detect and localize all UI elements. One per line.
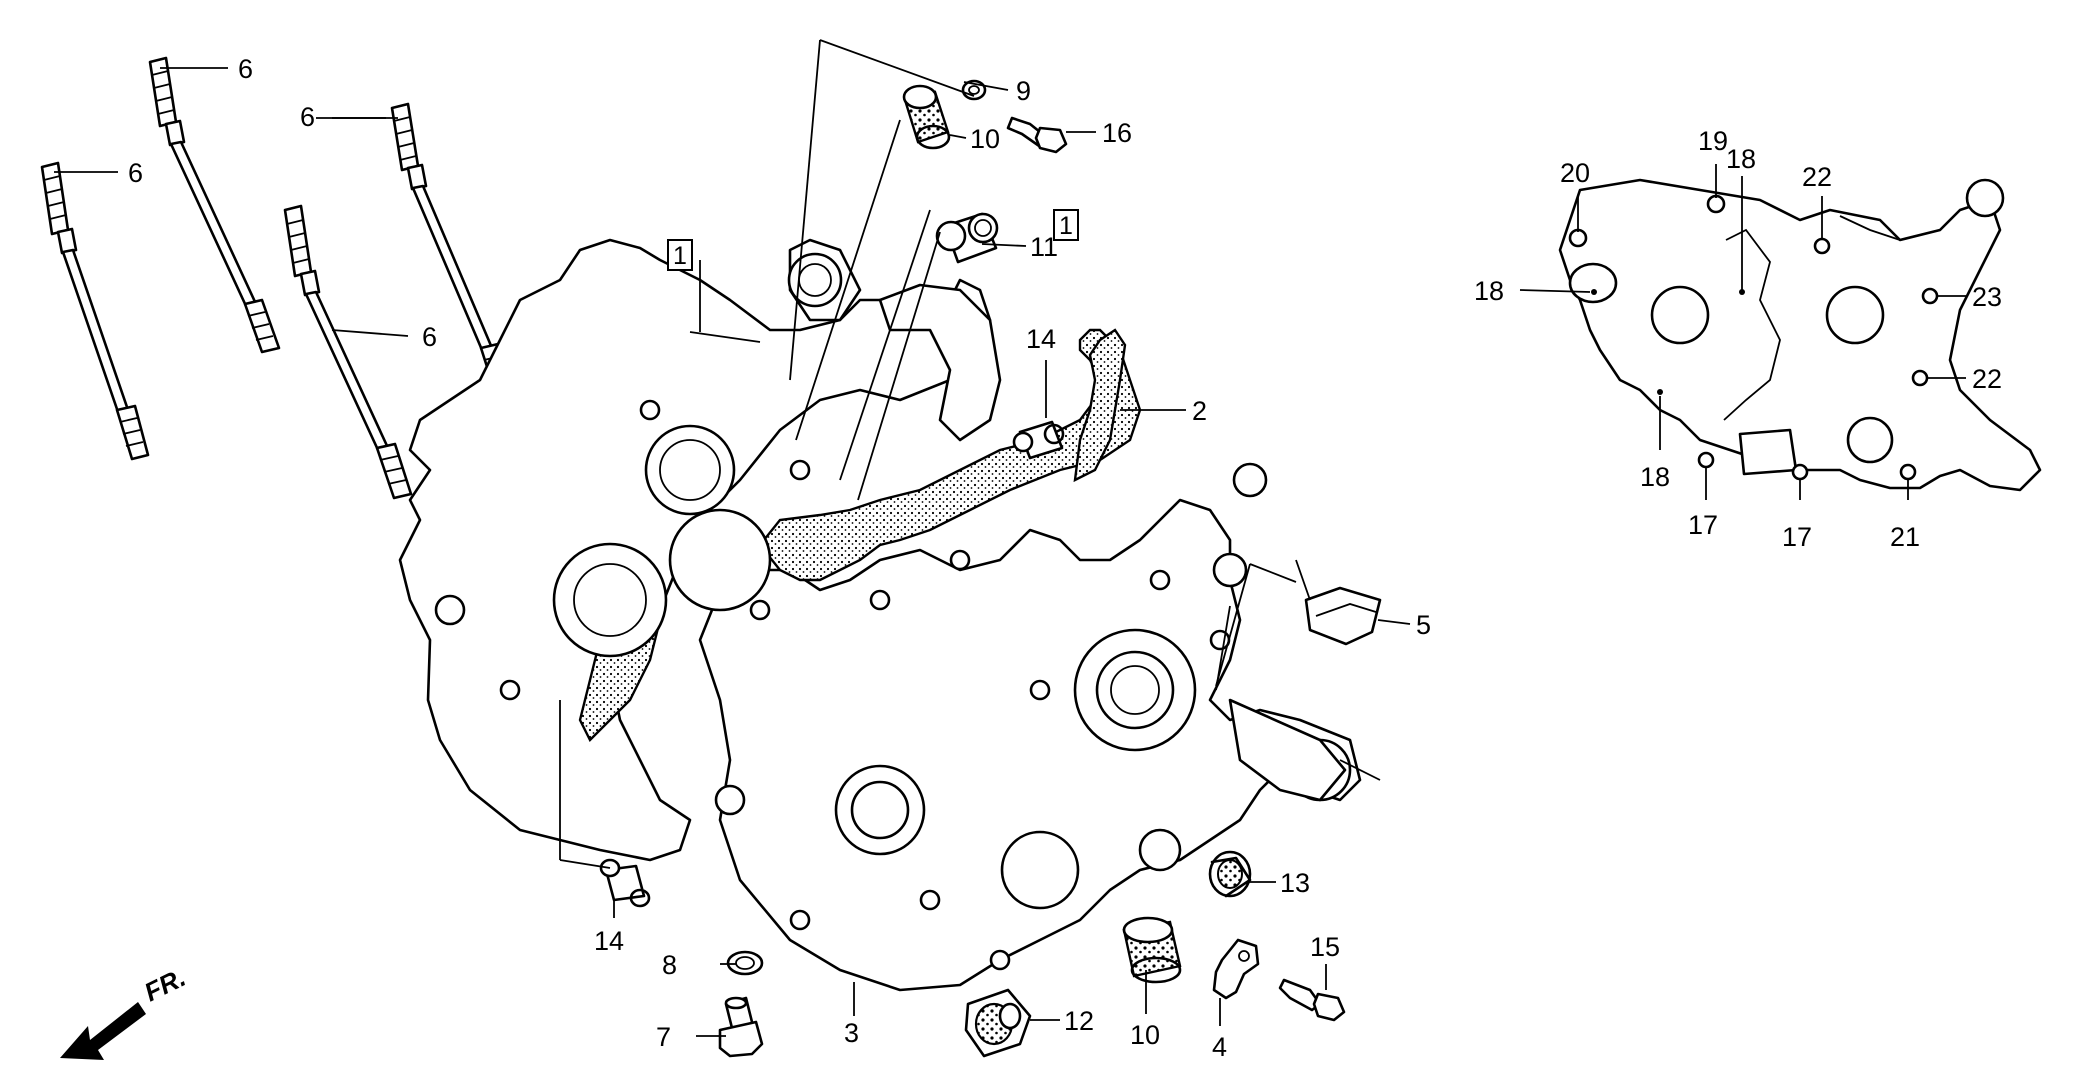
callout-23: 23 <box>1972 282 2002 312</box>
callout-9: 9 <box>1016 76 1031 106</box>
oil-seal-12 <box>964 988 1032 1058</box>
callout-18-bottom: 18 <box>1640 462 1670 492</box>
needle-bearing-11 <box>935 212 999 264</box>
leader-lines <box>54 39 1966 1037</box>
callout-17-right: 17 <box>1782 522 1812 552</box>
callout-7: 7 <box>656 1022 671 1052</box>
bearing-10-top <box>902 84 951 150</box>
oil-seal-13 <box>1208 850 1252 898</box>
left-crankcase-half <box>398 238 992 862</box>
callout-10-top: 10 <box>970 124 1000 154</box>
inset-case-view <box>1558 178 2042 492</box>
callout-6-a: 6 <box>238 54 253 84</box>
callout-10-lower: 10 <box>1130 1020 1160 1050</box>
stud-bolt-second <box>148 56 281 354</box>
callout-8: 8 <box>662 950 677 980</box>
callout-4: 4 <box>1212 1032 1227 1062</box>
callout-16: 16 <box>1102 118 1132 148</box>
callout-18-left: 18 <box>1474 276 1504 306</box>
callout-14-upper: 14 <box>1026 324 1056 354</box>
callout-14-lower: 14 <box>594 926 624 956</box>
drain-bolt-7 <box>718 996 764 1058</box>
callout-22-right: 22 <box>1972 364 2002 394</box>
callout-6-c: 6 <box>300 102 315 132</box>
callout-20: 20 <box>1560 158 1590 188</box>
callout-12: 12 <box>1064 1006 1094 1036</box>
front-direction-arrow-icon: FR. <box>60 962 190 1060</box>
callout-21: 21 <box>1890 522 1920 552</box>
callout-15: 15 <box>1310 932 1340 962</box>
callout-6-b: 6 <box>128 158 143 188</box>
callout-2: 2 <box>1192 396 1207 426</box>
dowel-pin-14-upper <box>1012 420 1065 460</box>
callout-6-d: 6 <box>422 322 437 352</box>
boxed-reference-1-right: 1 <box>1053 209 1079 241</box>
stud-bolt-third <box>283 204 413 500</box>
bolt-16 <box>1006 116 1068 154</box>
stud-bolt-left <box>40 161 150 461</box>
washer-8 <box>726 950 764 976</box>
right-crankcase-half <box>698 498 1362 992</box>
center-gasket <box>758 328 1142 582</box>
boxed-reference-1-left: 1 <box>667 239 693 271</box>
bearing-10-lower <box>1122 916 1182 984</box>
callout-18-top: 18 <box>1726 144 1756 174</box>
callout-22-top: 22 <box>1802 162 1832 192</box>
cap-5 <box>1304 586 1382 646</box>
callout-labels: 6 6 6 6 9 10 16 1 1 14 2 5 13 14 8 7 3 12… <box>128 54 2002 1062</box>
callout-3: 3 <box>844 1018 859 1048</box>
callout-5: 5 <box>1416 610 1431 640</box>
svg-text:1: 1 <box>1059 212 1073 240</box>
front-direction-label: FR. <box>139 962 190 1007</box>
stud-bolts <box>40 56 516 500</box>
callout-13: 13 <box>1280 868 1310 898</box>
callout-19: 19 <box>1698 126 1728 156</box>
svg-text:1: 1 <box>673 242 687 270</box>
gasket-strip <box>1073 328 1127 483</box>
callout-17-left: 17 <box>1688 510 1718 540</box>
crankcase-assembly <box>398 238 1362 992</box>
clamp-4 <box>1212 938 1260 1000</box>
bolt-15 <box>1278 978 1346 1022</box>
